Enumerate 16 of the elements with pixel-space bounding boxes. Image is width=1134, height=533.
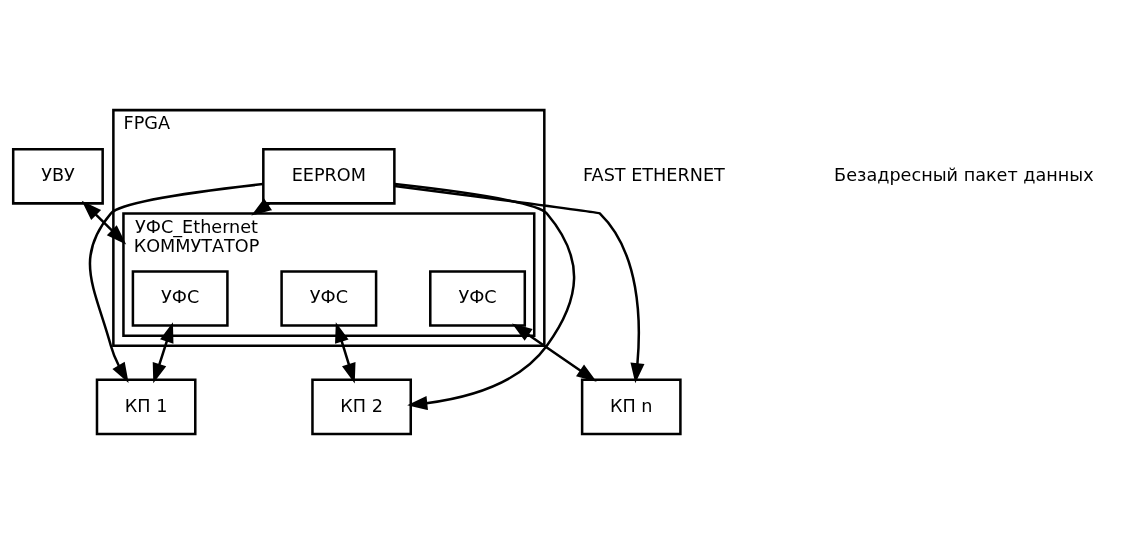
arrow bbox=[81, 200, 127, 244]
arrow bbox=[394, 182, 576, 410]
arrow bbox=[512, 323, 597, 382]
arrow bbox=[335, 321, 356, 383]
arrow bbox=[152, 321, 174, 383]
node-box: КП n bbox=[580, 378, 682, 435]
node-box: УФС bbox=[131, 269, 229, 327]
label: Безадресный пакет данных bbox=[834, 164, 1094, 185]
node-box: КП 1 bbox=[95, 378, 197, 435]
arrow bbox=[88, 182, 264, 383]
label: FAST ETHERNET bbox=[583, 164, 725, 185]
node-box: УФС bbox=[429, 269, 527, 327]
node-box: УВУ bbox=[11, 147, 104, 205]
arrow bbox=[394, 184, 645, 383]
node-box: УФС bbox=[280, 269, 378, 327]
node-box: КП 2 bbox=[311, 378, 412, 435]
